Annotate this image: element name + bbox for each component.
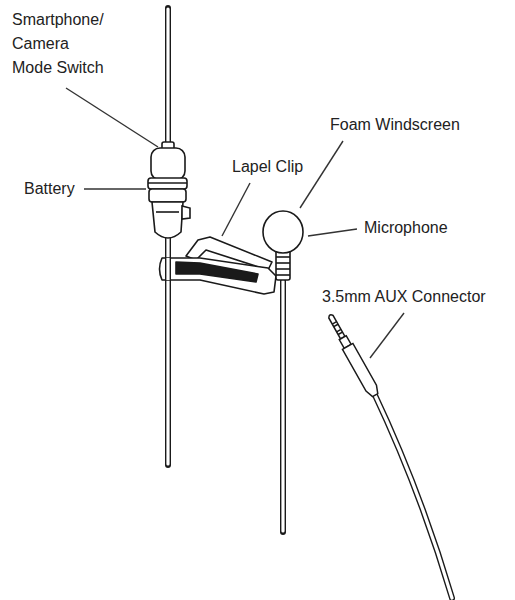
leader-lines [84, 188, 146, 189]
part-label-box: 3.5mm AUX Connector [322, 285, 486, 309]
cables [374, 393, 452, 598]
microphone [276, 274, 290, 276]
part-label: 3.5mm AUX Connector [322, 288, 486, 305]
part-label: Microphone [364, 219, 448, 236]
microphone [276, 262, 290, 264]
lapel-clip [166, 258, 169, 280]
battery [152, 202, 183, 238]
cables [281, 281, 284, 531]
leader-lines [370, 313, 404, 358]
microphone [263, 211, 303, 253]
battery [148, 182, 187, 184]
microphone [276, 250, 290, 280]
battery [148, 142, 190, 238]
battery [151, 148, 185, 180]
part-label: Lapel Clip [232, 158, 303, 175]
aux-plug [337, 329, 341, 331]
aux-plug [334, 324, 338, 326]
lapel-clip [165, 258, 171, 280]
part-label-box: Microphone [364, 216, 448, 240]
leader-lines [308, 229, 357, 236]
cables [280, 280, 286, 532]
battery [149, 189, 186, 202]
battery [156, 211, 179, 213]
aux-plug [328, 314, 345, 339]
part-label-box: Battery [24, 177, 75, 201]
lapel-clip [160, 258, 277, 294]
lapel-clip [160, 237, 277, 294]
aux-plug [332, 322, 336, 324]
microphone [276, 256, 290, 258]
aux-plug [338, 332, 342, 334]
part-label: Battery [24, 180, 75, 197]
leader-lines [300, 141, 343, 208]
cables [374, 393, 452, 598]
part-label: Smartphone/ Camera Mode Switch [12, 11, 104, 76]
microphone [276, 268, 290, 270]
part-label-box: Lapel Clip [232, 155, 303, 179]
microphone [263, 211, 303, 280]
leader-lines [222, 183, 250, 236]
battery [182, 206, 190, 219]
battery [148, 178, 187, 189]
leader-lines [66, 88, 158, 147]
part-label: Foam Windscreen [330, 116, 460, 133]
part-label-box: Foam Windscreen [330, 113, 460, 137]
lapel-clip [176, 262, 258, 282]
part-label-box: Smartphone/ Camera Mode Switch [12, 8, 112, 80]
